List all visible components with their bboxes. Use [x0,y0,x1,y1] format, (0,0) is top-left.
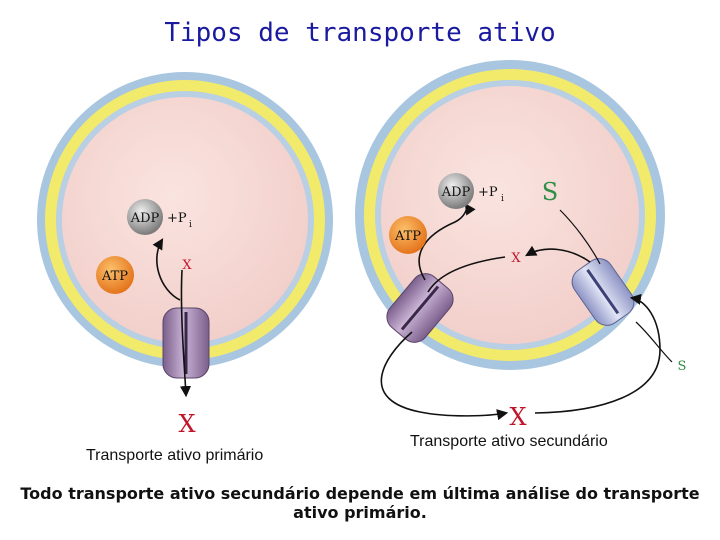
secondary-cell: ADP +P i ATP S S X X [355,60,686,431]
secondary-x-loop-arrow [380,331,509,421]
secondary-s-inside: S [542,178,558,206]
secondary-x-outside: X [509,403,526,431]
primary-atp-molecule [96,256,134,294]
secondary-cotransporter [571,258,635,326]
primary-cell: ADP +P i ATP X X [37,72,333,438]
secondary-s-entry-arrow [635,321,673,363]
secondary-atp-arrow [418,203,476,281]
secondary-atp-molecule [389,216,427,254]
secondary-x-to-pump-arrow [427,256,506,293]
primary-atp-label: ATP [101,269,128,284]
secondary-x-inside: X [511,251,521,266]
primary-x-inside: X [182,258,192,273]
footer-note: Todo transporte ativo secundário depende… [20,484,700,522]
primary-pi-label: +P [167,211,187,226]
primary-pi-subscript: i [189,220,192,230]
secondary-s-arrow [559,209,601,265]
primary-x-outside: X [178,410,195,438]
secondary-caption: Transporte ativo secundário [410,433,608,450]
secondary-pi-subscript: i [501,194,504,204]
secondary-s-outside: S [678,359,687,374]
primary-pump [162,307,210,379]
secondary-atp-label: ATP [394,229,421,244]
secondary-pump [386,273,454,343]
page-title: Tipos de transporte ativo [164,18,556,48]
primary-caption: Transporte ativo primário [86,447,264,464]
secondary-x-return-arrow [534,293,661,414]
primary-adp-molecule [127,199,163,235]
secondary-pi-label: +P [478,185,498,200]
secondary-adp-label: ADP [441,185,471,200]
primary-x-path-arrow [179,269,192,398]
secondary-x-inside-arrow [525,245,591,263]
primary-atp-arrow [152,238,181,301]
secondary-adp-molecule [438,173,474,209]
primary-adp-label: ADP [130,211,160,226]
